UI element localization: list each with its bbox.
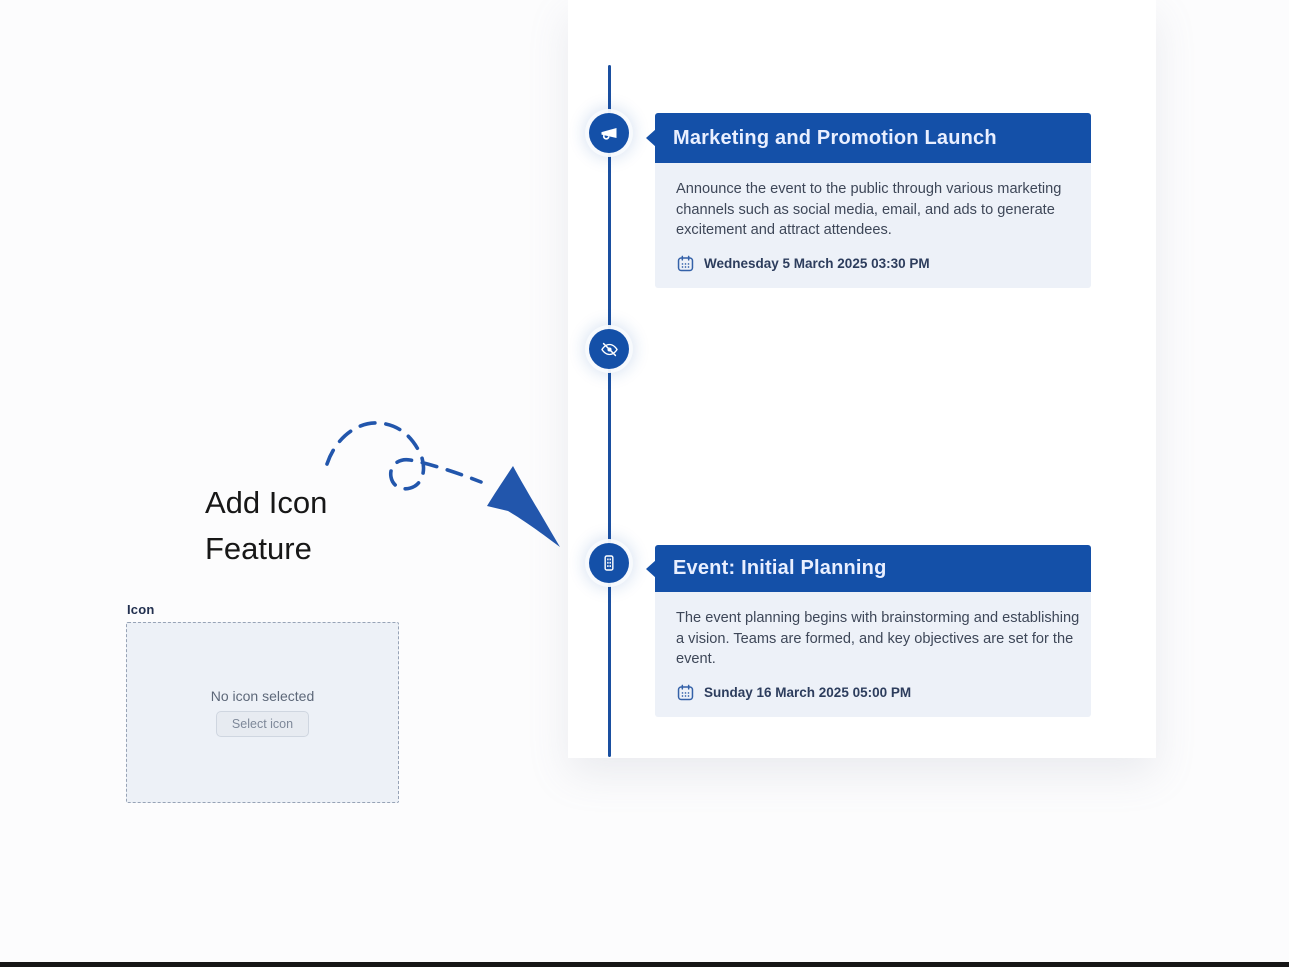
event-card-planning[interactable]: Event: Initial Planning The event planni… [646, 545, 1091, 717]
no-icon-selected-text: No icon selected [210, 688, 315, 704]
event-title: Marketing and Promotion Launch [673, 126, 997, 149]
event-card-header[interactable]: Event: Initial Planning [646, 545, 1091, 592]
event-datetime-row: Wednesday 5 March 2025 03:30 PM [676, 254, 1071, 273]
event-datetime: Wednesday 5 March 2025 03:30 PM [704, 255, 930, 271]
event-description: The event planning begins with brainstor… [676, 610, 1080, 668]
calendar-icon [676, 683, 695, 702]
event-card-body: The event planning begins with brainstor… [655, 592, 1091, 717]
annotation-line1: Add Icon [205, 485, 328, 520]
timeline-line [608, 65, 611, 757]
select-icon-button[interactable]: Select icon [215, 711, 310, 737]
eye-off-icon [600, 340, 619, 359]
calendar-icon [676, 254, 695, 273]
event-card-header[interactable]: Marketing and Promotion Launch [646, 113, 1091, 163]
event-datetime-row: Sunday 16 March 2025 05:00 PM [676, 683, 1071, 702]
icon-field-label: Icon [127, 602, 155, 617]
icon-dropzone[interactable]: No icon selected Select icon [126, 622, 399, 803]
card-pointer [646, 129, 656, 147]
event-title: Event: Initial Planning [673, 557, 887, 579]
event-description: Announce the event to the public through… [676, 181, 1062, 239]
timeline-node-planning[interactable] [589, 543, 629, 583]
annotation-label: Add Icon Feature [205, 480, 327, 572]
screen-bottom-edge [0, 962, 1289, 967]
event-card-marketing[interactable]: Marketing and Promotion Launch Announce … [646, 113, 1091, 288]
curved-dashed-arrow-icon [315, 408, 575, 563]
timeline-node-marketing[interactable] [589, 113, 629, 153]
timeline-node-hidden[interactable] [589, 329, 629, 369]
building-icon [599, 553, 619, 573]
event-card-body: Announce the event to the public through… [655, 163, 1091, 288]
annotation-line2: Feature [205, 531, 312, 566]
card-pointer [646, 559, 656, 578]
megaphone-icon [599, 123, 619, 143]
event-datetime: Sunday 16 March 2025 05:00 PM [704, 684, 912, 700]
